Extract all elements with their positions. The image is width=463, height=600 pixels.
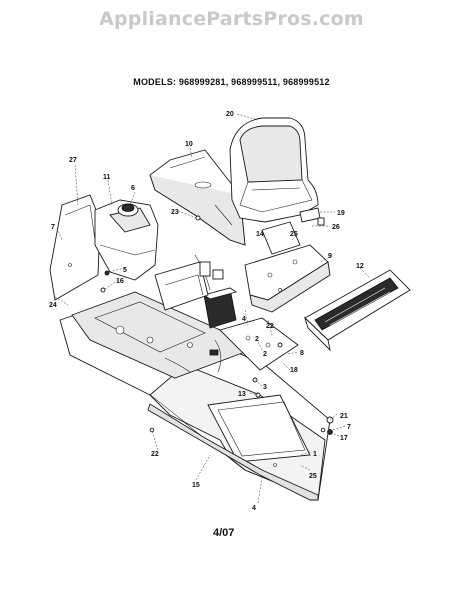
callout-25-bottom: 22 <box>151 451 159 458</box>
callout-8: 3 <box>263 384 267 391</box>
callout-3: 21 <box>340 413 348 420</box>
callout-2-mid: 2 <box>263 351 267 358</box>
callout-17: 25 <box>309 473 317 480</box>
callout-22-mid: 13 <box>238 391 246 398</box>
callout-16: 16 <box>116 278 124 285</box>
page-number: 4/07 <box>213 527 235 539</box>
callout-27: 27 <box>69 157 77 164</box>
callout-9: 9 <box>328 253 332 260</box>
callout-21: 17 <box>340 435 348 442</box>
callout-5: 5 <box>123 267 127 274</box>
callout-13: 7 <box>347 424 351 431</box>
part-foot-mat <box>304 269 411 352</box>
part-fuel-tank <box>94 199 159 281</box>
callout-6: 6 <box>131 185 135 192</box>
watermark: AppliancePartsPros.com <box>99 8 364 30</box>
callout-25-top: 25 <box>290 231 298 238</box>
callout-4-mid: 8 <box>300 350 304 357</box>
callout-18: 18 <box>290 367 298 374</box>
callout-labels: 20 10 27 11 6 19 26 7 23 14 25 9 12 5 16… <box>49 111 364 512</box>
callout-10: 10 <box>185 141 193 148</box>
callout-7-left: 7 <box>51 224 55 231</box>
part-battery <box>202 287 238 329</box>
callout-20: 20 <box>226 111 234 118</box>
part-side-shield <box>49 194 101 301</box>
part-cables <box>164 254 224 373</box>
part-seat-latch <box>299 207 325 226</box>
callout-26: 26 <box>332 224 340 231</box>
part-seat <box>229 117 319 223</box>
callout-7-right: 1 <box>313 451 317 458</box>
callout-1: 15 <box>192 482 200 489</box>
callout-24: 24 <box>49 302 57 309</box>
callout-12: 12 <box>356 263 364 270</box>
leader-lines <box>54 113 371 504</box>
part-bracket-right <box>219 317 299 371</box>
callout-11: 11 <box>103 174 111 181</box>
callout-19: 19 <box>337 210 345 217</box>
part-seat-bracket <box>244 244 331 313</box>
callout-15: 4 <box>252 505 256 512</box>
callout-2-top: 2 <box>255 336 259 343</box>
models-label: MODELS: 968999281, 968999511, 968999512 <box>133 77 330 87</box>
callout-22-top: 22 <box>266 323 274 330</box>
callout-23: 23 <box>171 209 179 216</box>
callout-14: 14 <box>256 231 264 238</box>
callout-4-top: 4 <box>242 316 246 323</box>
part-battery-tray <box>154 261 209 311</box>
part-console-cover <box>149 149 246 246</box>
part-mount-post <box>261 221 301 255</box>
